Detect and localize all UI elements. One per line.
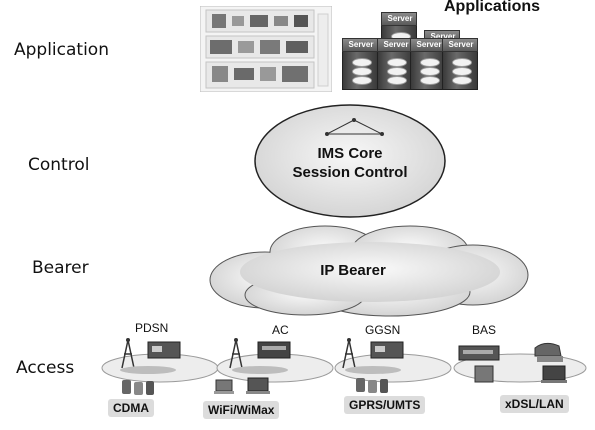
- ims-core-ellipse: [254, 104, 446, 218]
- node-label-ac: AC: [272, 323, 289, 337]
- layer-label-control: Control: [28, 155, 90, 175]
- ip-bearer-label: IP Bearer: [320, 262, 386, 279]
- cdma-equipment-icon: [120, 338, 181, 374]
- mobile-phones-icon: [122, 380, 154, 395]
- gprs-phones-icon: [356, 378, 388, 393]
- ggsn-equipment-icon: [342, 338, 404, 374]
- access-tag-xdsl-lan: xDSL/LAN: [500, 395, 569, 413]
- server-icon: Server: [410, 38, 446, 90]
- application-services-image: [200, 6, 332, 92]
- node-label-ggsn: GGSN: [365, 323, 401, 337]
- layer-label-access: Access: [16, 358, 75, 378]
- server-label: Server: [416, 40, 442, 49]
- server-label: Server: [448, 40, 474, 49]
- server-icon: Server: [342, 38, 378, 90]
- server-label: Server: [348, 40, 374, 49]
- access-tag-gprs-umts: GPRS/UMTS: [344, 396, 426, 414]
- node-label-pdsn: PDSN: [135, 321, 169, 335]
- bas-equipment-icon: [458, 342, 567, 383]
- ims-core-label: IMS Core Session Control: [280, 144, 420, 182]
- laptops-icon: [214, 377, 270, 394]
- applications-title: Applications: [444, 0, 541, 15]
- server-icon: Server: [442, 38, 478, 90]
- server-label: Server: [430, 32, 456, 41]
- server-icon: Server: [377, 38, 413, 90]
- server-label: Server: [387, 14, 413, 23]
- node-label-bas: BAS: [472, 323, 497, 337]
- server-label: Server: [383, 40, 409, 49]
- ip-bearer-cloud: [209, 225, 529, 317]
- layer-label-bearer: Bearer: [32, 258, 89, 278]
- ims-core-title: IMS Core: [317, 145, 383, 162]
- access-tag-cdma: CDMA: [108, 399, 154, 417]
- ims-core-triangle-icon: [325, 118, 384, 136]
- access-tag-wifi-wimax: WiFi/WiMax: [203, 401, 280, 419]
- ac-equipment-icon: [229, 338, 291, 374]
- layer-label-application: Application: [14, 40, 109, 60]
- ims-core-subtitle: Session Control: [292, 164, 408, 181]
